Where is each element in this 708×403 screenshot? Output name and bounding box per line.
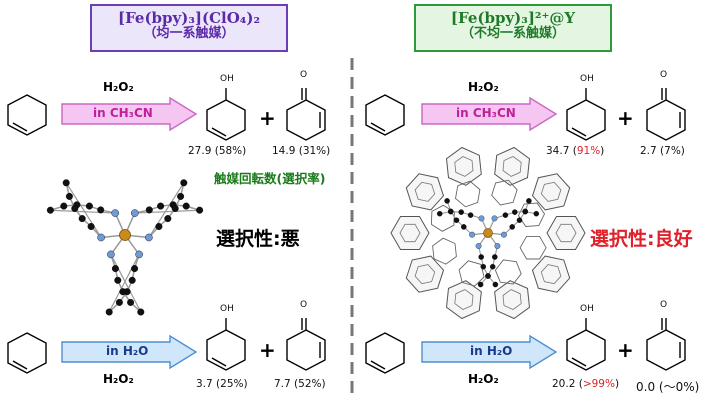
left-top-cyclohexene xyxy=(7,94,47,136)
left-top-oh-label: OH xyxy=(220,74,234,84)
left-bottom-cyclohexenone xyxy=(286,318,326,371)
right-bottom-alcohol-close: ) xyxy=(614,378,620,390)
right-catalyst-formula: [Fe(bpy)₃]²⁺@Y xyxy=(450,9,576,27)
right-bottom-alcohol-selectivity: >99% xyxy=(582,378,615,390)
right-top-alcohol-close: ) xyxy=(600,145,605,157)
right-bottom-alcohol-value: 20.2 ( xyxy=(552,378,583,390)
right-bottom-alcohol-yield: 20.2 (>99%) xyxy=(552,378,619,390)
right-bottom-ketone-yield: 0.0 (～0%) xyxy=(636,380,700,394)
left-top-arrow xyxy=(61,96,198,132)
left-title-box: [Fe(bpy)₃](ClO₄)₂ （均一系触媒） xyxy=(90,4,288,52)
right-top-ketone-yield: 2.7 (7%) xyxy=(640,145,685,157)
left-bottom-solvent: in H₂O xyxy=(106,344,149,358)
right-selectivity: 選択性:良好 xyxy=(590,228,693,250)
left-catalyst-type: （均一系触媒） xyxy=(143,26,235,42)
right-title-box: [Fe(bpy)₃]²⁺@Y （不均一系触媒） xyxy=(414,4,612,52)
left-bottom-reagent: H₂O₂ xyxy=(103,372,134,386)
right-top-cyclohexenol xyxy=(566,88,606,141)
left-top-plus: + xyxy=(259,106,276,130)
zeolite-y-cage-illustration xyxy=(390,146,586,320)
right-bottom-reagent: H₂O₂ xyxy=(468,372,499,386)
left-bottom-oh-label: OH xyxy=(220,304,234,314)
right-bottom-solvent: in H₂O xyxy=(470,344,513,358)
right-top-alcohol-value: 34.7 ( xyxy=(546,145,577,157)
left-top-solvent: in CH₃CN xyxy=(93,106,153,120)
right-top-reagent: H₂O₂ xyxy=(468,80,499,94)
turnover-number-label: 触媒回転数(選択率) xyxy=(214,171,326,186)
right-top-cyclohexenone xyxy=(646,88,686,141)
left-top-cyclohexenone xyxy=(286,88,326,141)
left-bottom-arrow xyxy=(61,334,198,370)
right-top-plus: + xyxy=(617,106,634,130)
right-top-arrow xyxy=(421,96,558,132)
left-bottom-o-label: O xyxy=(300,300,308,310)
left-bottom-plus: + xyxy=(259,338,276,362)
right-bottom-o-label: O xyxy=(660,300,668,310)
right-top-oh-label: OH xyxy=(580,74,594,84)
right-bottom-arrow xyxy=(421,334,558,370)
right-top-o-label: O xyxy=(660,70,668,80)
right-top-solvent: in CH₃CN xyxy=(456,106,516,120)
fe-bpy-complex-illustration xyxy=(46,179,204,316)
left-bottom-alcohol-yield: 3.7 (25%) xyxy=(196,378,248,390)
right-bottom-plus: + xyxy=(617,338,634,362)
right-catalyst-type: （不均一系触媒） xyxy=(460,26,565,42)
left-top-alcohol-yield: 27.9 (58%) xyxy=(188,145,247,157)
right-bottom-cyclohexene xyxy=(365,332,405,374)
right-top-alcohol-yield: 34.7 (91%) xyxy=(546,145,604,157)
right-bottom-oh-label: OH xyxy=(580,304,594,314)
right-bottom-cyclohexenone xyxy=(646,318,686,371)
left-top-o-label: O xyxy=(300,70,308,80)
left-top-ketone-yield: 14.9 (31%) xyxy=(272,145,331,157)
left-bottom-ketone-yield: 7.7 (52%) xyxy=(274,378,326,390)
right-top-alcohol-selectivity: 91% xyxy=(576,145,601,157)
left-top-reagent: H₂O₂ xyxy=(103,80,134,94)
left-bottom-cyclohexene xyxy=(7,332,47,374)
left-selectivity: 選択性:悪 xyxy=(216,228,300,250)
left-bottom-cyclohexenol xyxy=(206,318,246,371)
right-bottom-cyclohexenol xyxy=(566,318,606,371)
left-catalyst-formula: [Fe(bpy)₃](ClO₄)₂ xyxy=(117,9,261,27)
right-top-cyclohexene xyxy=(365,94,405,136)
left-top-cyclohexenol xyxy=(206,88,246,141)
